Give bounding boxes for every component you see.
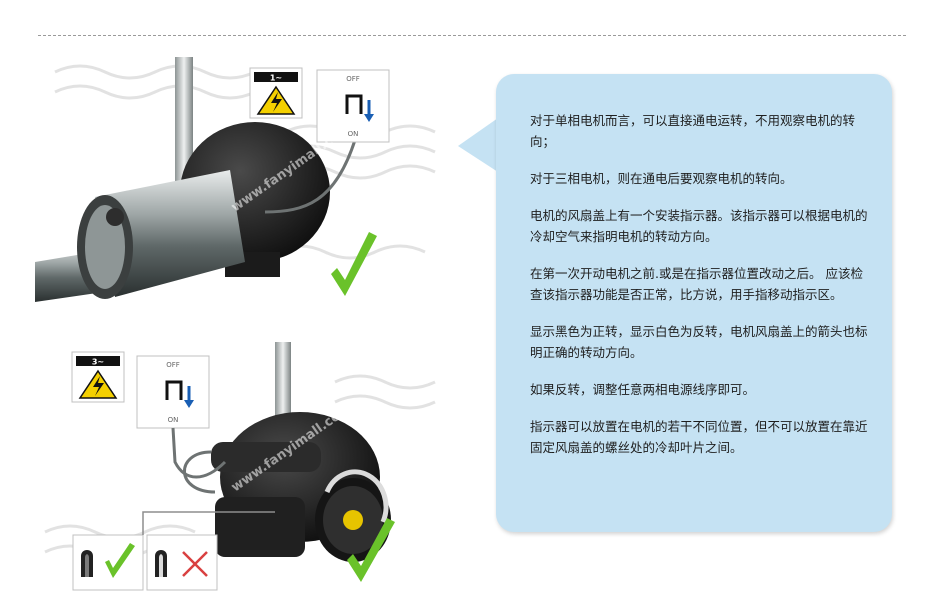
lower-phase-label: 3~ xyxy=(92,358,104,367)
paragraph-check-function: 在第一次开动电机之前.或是在指示器位置改动之后。 应该检查该指示器功能是否正常，… xyxy=(530,266,863,302)
paragraph-three-phase: 对于三相电机，则在通电后要观察电机的转向。 xyxy=(530,171,793,186)
indicator-wrong-box xyxy=(146,534,218,591)
instructions-text: 对于单相电机而言，可以直接通电运转，不用观察电机的转向； 对于三相电机，则在通电… xyxy=(530,110,870,474)
lower-indicator-box: OFF ON xyxy=(136,355,227,479)
paragraph-single-phase: 对于单相电机而言，可以直接通电运转，不用观察电机的转向； xyxy=(530,113,856,149)
cross-icon xyxy=(182,551,208,577)
check-icon xyxy=(105,543,135,578)
upper-pump-body xyxy=(95,170,245,297)
upper-indicator-box: OFF ON xyxy=(316,69,390,143)
lower-indicator-on: ON xyxy=(168,416,179,424)
pump-illustrations: 1~ OFF ON www.fanyimall.com 3~ xyxy=(35,57,436,591)
instructions-panel: 对于单相电机而言，可以直接通电运转，不用观察电机的转向； 对于三相电机，则在通电… xyxy=(496,74,892,532)
paragraph-placement: 指示器可以放置在电机的若干不同位置，但不可以放置在靠近固定风扇盖的螺丝处的冷却叶… xyxy=(530,419,868,455)
upper-warning-box: 1~ xyxy=(249,67,303,119)
upper-indicator-on: ON xyxy=(348,130,359,138)
upper-check-icon xyxy=(331,232,377,296)
paragraph-colors: 显示黑色为正转，显示白色为反转，电机风扇盖上的箭头也标明正确的转动方向。 xyxy=(530,324,868,360)
speech-bubble-tail xyxy=(458,118,498,172)
dashed-divider xyxy=(38,35,906,36)
lower-warning-box: 3~ xyxy=(71,351,125,403)
upper-pump xyxy=(35,57,357,302)
paragraph-reverse: 如果反转，调整任意两相电源线序即可。 xyxy=(530,382,756,397)
arrow-down-icon xyxy=(184,400,194,408)
lower-pump xyxy=(183,342,391,562)
upper-phase-label: 1~ xyxy=(270,74,282,83)
paragraph-indicator: 电机的风扇盖上有一个安装指示器。该指示器可以根据电机的冷却空气来指明电机的转动方… xyxy=(530,208,868,244)
lower-indicator-off: OFF xyxy=(166,361,180,369)
indicator-correct-box xyxy=(72,534,144,591)
arrow-down-icon xyxy=(364,114,374,122)
upper-indicator-off: OFF xyxy=(346,75,360,83)
lower-check-icon xyxy=(347,518,395,582)
